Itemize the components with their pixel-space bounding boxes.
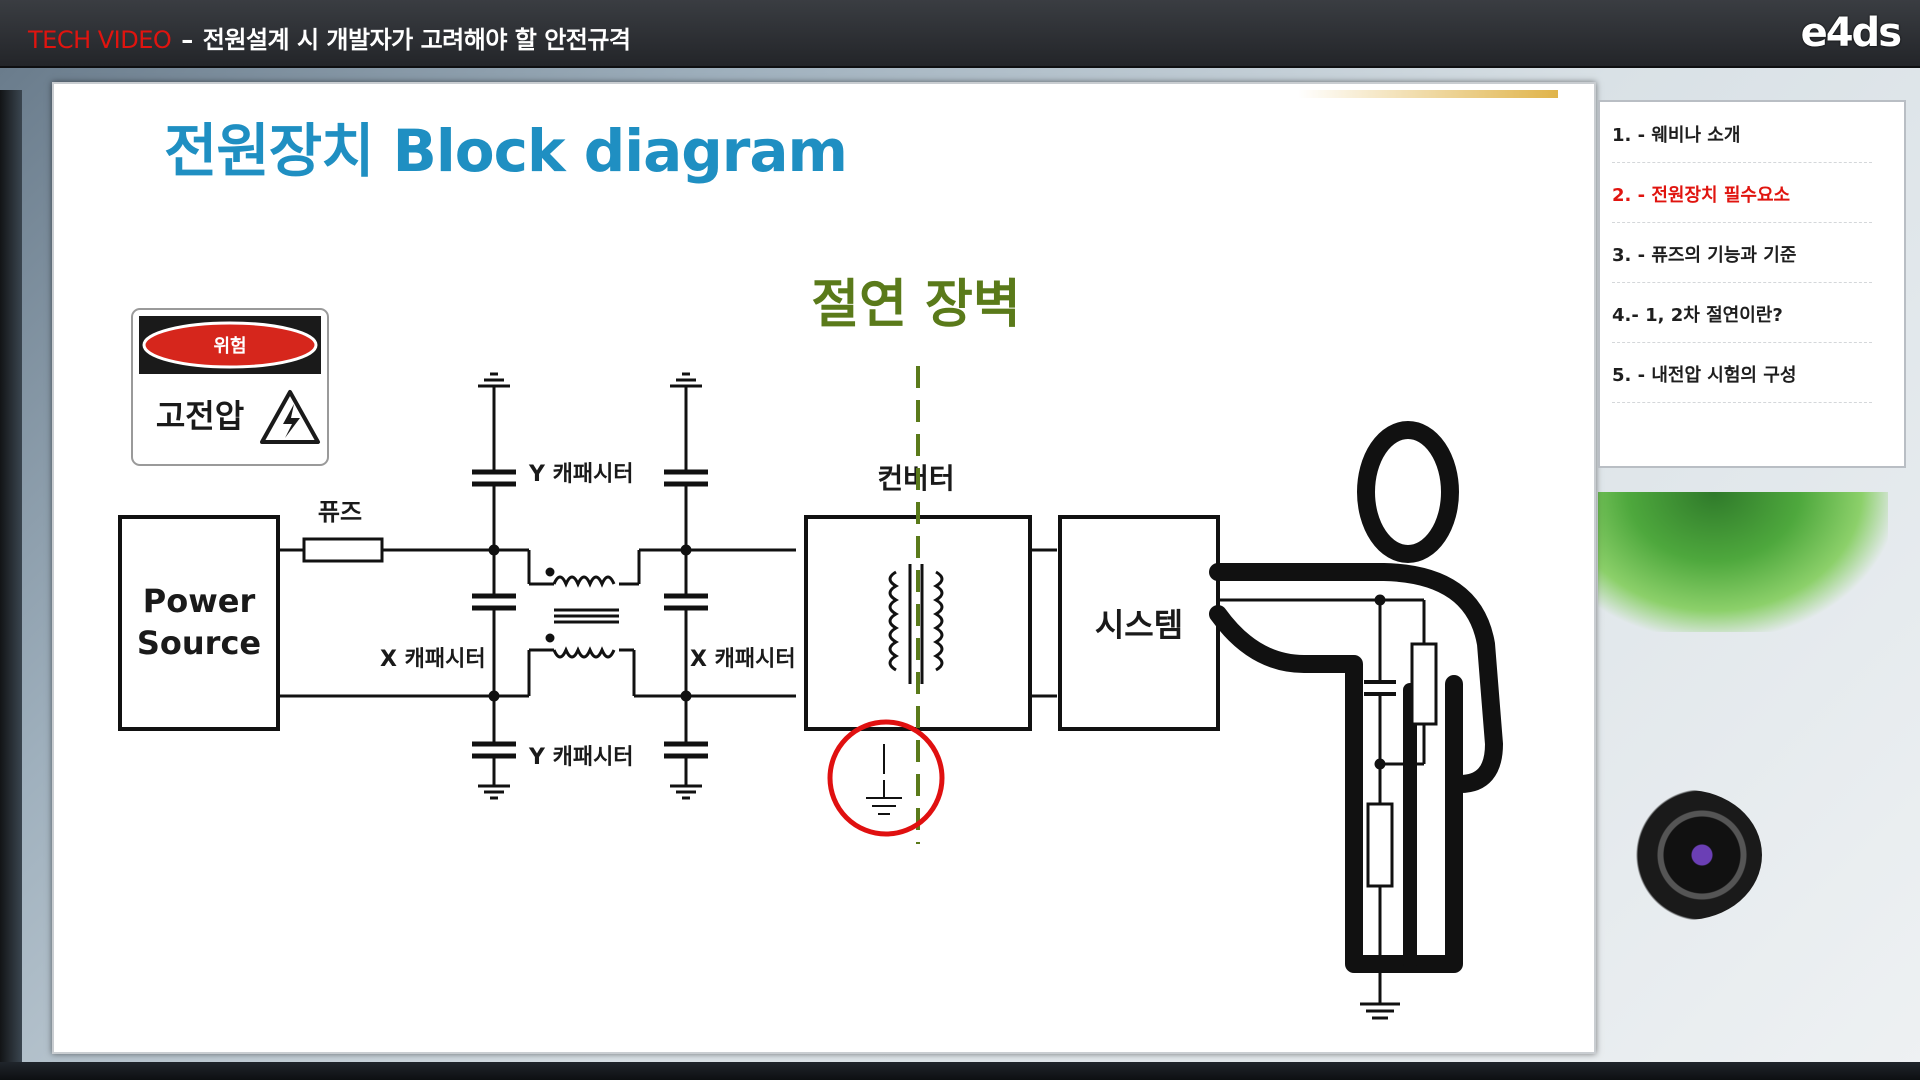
video-title: TECH VIDEO–전원설계 시 개발자가 고려해야 할 안전규격 [28,20,631,55]
title-bar: TECH VIDEO–전원설계 시 개발자가 고려해야 할 안전규격 e4ds [0,0,1920,68]
background-edge [0,90,22,1080]
camera-lens-decoration [1612,790,1762,920]
system-label: 시스템 [1095,606,1183,644]
right-capacitor-network [664,372,708,800]
transformer-icon [888,564,944,684]
title-separator: – [181,26,193,54]
fuse-label: 퓨즈 [318,498,362,526]
power-source-block: Power Source [118,515,280,731]
menu-item-4[interactable]: 4.- 1, 2차 절연이란? [1612,296,1872,343]
menu-item-3[interactable]: 3. - 퓨즈의 기능과 기준 [1612,236,1872,283]
highlight-circle [827,719,945,837]
y-capacitor-bottom-label: Y 캐패시터 [528,745,634,770]
brand-label: TECH VIDEO [28,26,172,54]
presentation-slide: 전원장치 Block diagram 위험 고전압 절연 장벽 Power So… [52,82,1596,1054]
y-capacitor-top-label: Y 캐패시터 [528,462,634,487]
menu-item-5[interactable]: 5. - 내전압 시험의 구성 [1612,356,1872,403]
power-source-label-1: Power [143,582,256,620]
lecture-title: 전원설계 시 개발자가 고려해야 할 안전규격 [202,26,631,54]
menu-item-1[interactable]: 1. - 웨비나 소개 [1612,116,1872,163]
high-voltage-warning-icon [260,390,320,444]
common-mode-choke [545,567,619,659]
warning-bottom-text: 고전압 [156,397,244,435]
converter-ground [827,719,945,837]
slide-title: 전원장치 Block diagram [164,117,848,185]
x-capacitor-left-label: X 캐패시터 [380,647,486,672]
isolation-barrier-label: 절연 장벽 [811,275,1020,335]
x-capacitor-right-label: X 캐패시터 [690,647,796,672]
human-figure [1209,421,1503,973]
plant-decoration [1598,492,1888,632]
power-supply-block-diagram: 위험 고전압 절연 장벽 Power Source [118,275,1503,1020]
system-block: 시스템 [1058,515,1220,731]
body-rc-model [1218,594,1438,1020]
chapter-menu: 1. - 웨비나 소개 2. - 전원장치 필수요소 3. - 퓨즈의 기능과 … [1598,100,1906,468]
power-source-label-2: Source [137,624,261,662]
left-capacitor-network [472,372,516,800]
warning-top-text: 위험 [213,335,246,357]
e4ds-logo: e4ds [1800,10,1902,56]
high-voltage-warning-sign: 위험 고전압 [131,308,329,466]
bottom-bar [0,1062,1920,1080]
slide-accent-line [1298,90,1558,98]
menu-item-2[interactable]: 2. - 전원장치 필수요소 [1612,176,1872,223]
